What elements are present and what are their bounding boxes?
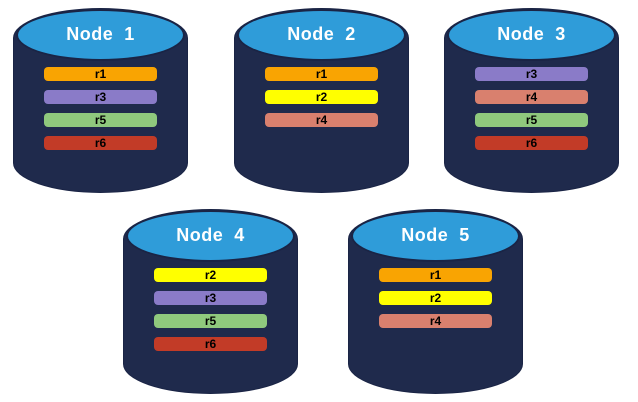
node-title: Node 3 <box>497 23 566 44</box>
replica-bar-r6: r6 <box>44 136 157 150</box>
node-title: Node 4 <box>176 224 245 245</box>
replica-bar-r3: r3 <box>44 90 157 104</box>
replica-list: r1 r2 r4 <box>265 67 378 136</box>
replica-label: r5 <box>204 314 217 328</box>
cylinder-top-ellipse: Node 1 <box>16 9 185 61</box>
replica-label: r3 <box>94 90 107 104</box>
replica-label: r5 <box>94 113 107 127</box>
replica-bar-r5: r5 <box>475 113 588 127</box>
replica-bar-r6: r6 <box>475 136 588 150</box>
replica-bar-r2: r2 <box>265 90 378 104</box>
replica-label: r6 <box>94 136 107 150</box>
replica-label: r4 <box>525 90 538 104</box>
replica-bar-r3: r3 <box>475 67 588 81</box>
replica-bar-r1: r1 <box>265 67 378 81</box>
replica-label: r2 <box>429 291 442 305</box>
replica-label: r1 <box>94 67 107 81</box>
replica-bar-r4: r4 <box>265 113 378 127</box>
replica-bar-r1: r1 <box>44 67 157 81</box>
replica-label: r2 <box>204 268 217 282</box>
replica-label: r4 <box>429 314 442 328</box>
replica-bar-r6: r6 <box>154 337 267 351</box>
replica-bar-r4: r4 <box>379 314 492 328</box>
node-cylinder: Node 4 r2 r3 r5 r6 <box>123 209 298 394</box>
replica-list: r1 r2 r4 <box>379 268 492 337</box>
replica-label: r1 <box>315 67 328 81</box>
cylinder-top-ellipse: Node 3 <box>447 9 616 61</box>
replica-bar-r2: r2 <box>379 291 492 305</box>
cylinder-top-ellipse: Node 5 <box>351 210 520 262</box>
replica-bar-r5: r5 <box>44 113 157 127</box>
replica-label: r5 <box>525 113 538 127</box>
replica-bar-r1: r1 <box>379 268 492 282</box>
replica-bar-r3: r3 <box>154 291 267 305</box>
replica-bar-r4: r4 <box>475 90 588 104</box>
replica-label: r2 <box>315 90 328 104</box>
cylinder-top-ellipse: Node 4 <box>126 210 295 262</box>
replica-label: r1 <box>429 268 442 282</box>
replica-list: r3 r4 r5 r6 <box>475 67 588 159</box>
node-title: Node 5 <box>401 224 470 245</box>
replica-list: r1 r3 r5 r6 <box>44 67 157 159</box>
replica-label: r6 <box>525 136 538 150</box>
replica-label: r4 <box>315 113 328 127</box>
replica-list: r2 r3 r5 r6 <box>154 268 267 360</box>
replica-bar-r5: r5 <box>154 314 267 328</box>
replica-label: r6 <box>204 337 217 351</box>
replica-label: r3 <box>204 291 217 305</box>
node-cylinder: Node 3 r3 r4 r5 r6 <box>444 8 619 193</box>
cylinder-top-ellipse: Node 2 <box>237 9 406 61</box>
node-cylinder: Node 2 r1 r2 r4 <box>234 8 409 193</box>
replica-bar-r2: r2 <box>154 268 267 282</box>
node-title: Node 1 <box>66 23 135 44</box>
node-cylinder: Node 1 r1 r3 r5 r6 <box>13 8 188 193</box>
replica-label: r3 <box>525 67 538 81</box>
node-title: Node 2 <box>287 23 356 44</box>
node-cylinder: Node 5 r1 r2 r4 <box>348 209 523 394</box>
